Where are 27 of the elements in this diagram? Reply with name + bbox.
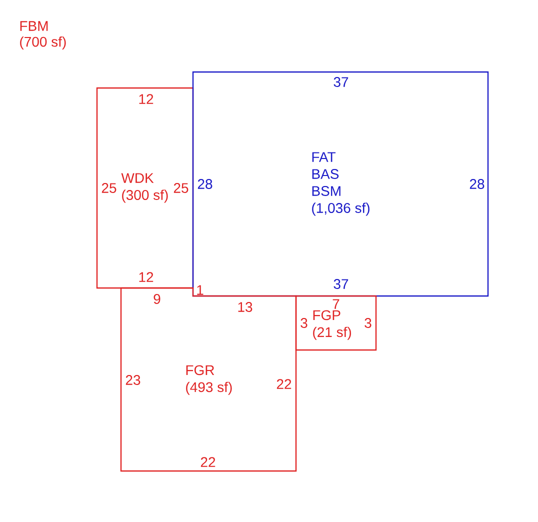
dimension-label: 37 xyxy=(334,279,348,289)
room-outline xyxy=(120,287,297,472)
room-label: FAT BAS BSM (1,036 sf) xyxy=(312,152,370,216)
room-label: WDK (300 sf) xyxy=(121,173,168,203)
room-outline xyxy=(192,71,489,297)
dimension-label: 25 xyxy=(102,183,116,193)
dimension-label: 1 xyxy=(197,285,204,295)
dimension-label: 7 xyxy=(332,299,340,309)
dimension-label: 22 xyxy=(276,379,292,389)
dimension-label: 25 xyxy=(174,183,188,193)
room-outline xyxy=(96,87,194,289)
dimension-label: 3 xyxy=(300,318,308,328)
dimension-label: 12 xyxy=(139,272,154,282)
dimension-label: 13 xyxy=(238,302,252,312)
dimension-label: 22 xyxy=(200,457,216,467)
dimension-label: 28 xyxy=(470,179,484,189)
dimension-label: 28 xyxy=(198,179,212,189)
dimension-label: 37 xyxy=(334,77,348,87)
area-label: FBM xyxy=(20,21,48,31)
dimension-label: 12 xyxy=(139,94,154,104)
room-label: FGR (493 sf) xyxy=(186,365,232,395)
dimension-label: 3 xyxy=(364,318,372,328)
dimension-label: 23 xyxy=(126,375,140,385)
room-outline xyxy=(295,295,377,351)
area-label: (700 sf) xyxy=(20,36,66,50)
dimension-label: 9 xyxy=(154,294,160,304)
room-label: FGP (21 sf) xyxy=(313,310,351,340)
